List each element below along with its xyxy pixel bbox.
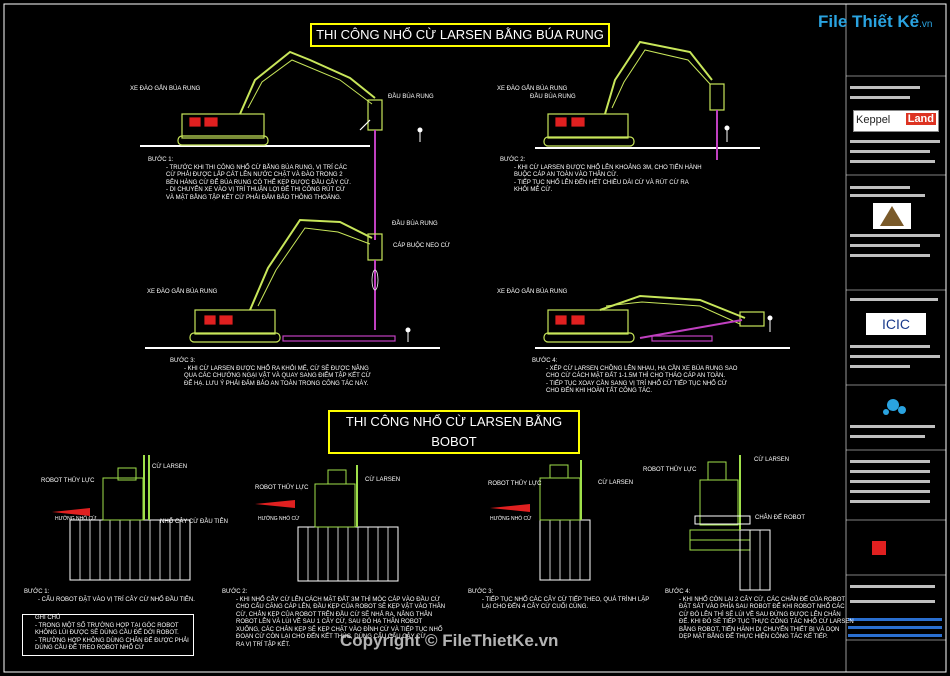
vibro-step-4: BƯỚC 4: - XẾP CỪ LARSEN CHỒNG LÊN NHAU, … [532,358,737,396]
vibro-hammer-2 [709,83,725,111]
label-larsen-2: CỪ LARSEN [365,477,401,483]
label-cable-3: CÁP BUỘC NEO CỪ [393,243,451,249]
step-body: - KHI NHỔ CÒN LẠI 2 CÂY CỪ, CÁC CHÂN ĐẾ … [679,596,854,641]
sheet-border [3,3,947,673]
excavator-body-2 [547,113,629,139]
label-base-4: CHÂN ĐẾ ROBOT [755,515,806,521]
excavator-step2 [535,40,760,160]
label-direction-3: HƯỚNG NHỔ CỪ [490,516,532,522]
robot-body-3 [539,477,581,521]
pile-4 [639,319,743,339]
notes: GHI CHÚ - TRONG MỘT SỐ TRƯỜNG HỢP TẠI GÓ… [25,615,189,653]
blue-strips [848,618,942,637]
robot-body-2 [314,483,356,528]
label-excavator-1: XE ĐÀO GẮN BÚA RUNG [130,86,201,92]
robot-step-1-text: BƯỚC 1: - CẨU ROBOT ĐẶT VÀO VỊ TRÍ CÂY C… [24,589,195,604]
label-hammer-2: ĐẦU BÚA RUNG [530,94,576,100]
vibro-step-1: BƯỚC 1: - TRƯỚC KHI THI CÔNG NHỔ CỪ BẰNG… [148,157,351,202]
vibro-hammer-4 [739,311,765,327]
label-larsen-1: CỪ LARSEN [152,464,188,470]
robot-step-4-text: BƯỚC 4: - KHI NHỔ CÒN LẠI 2 CÂY CỪ, CÁC … [665,589,854,642]
site-logo-suffix: .vn [919,19,933,30]
label-robot-2: ROBOT THỦY LỰC [255,485,309,491]
title-vibro: THI CÔNG NHỔ CỪ LARSEN BẰNG BÚA RUNG [310,23,610,47]
company-logo-mark [883,399,906,415]
land-word: Land [905,113,936,125]
robot-body-1 [102,477,144,521]
worker-4 [767,315,773,332]
vibro-step-2: BƯỚC 2: - KHI CỪ LARSEN ĐƯỢC NHỔ LÊN KHO… [500,157,702,195]
excavator-step4 [535,294,790,349]
step-head: BƯỚC 2: [500,157,526,163]
step-body: - CẨU ROBOT ĐẶT VÀO VỊ TRÍ CÂY CỪ NHỔ ĐẦ… [38,596,195,603]
excavator-body-4 [547,309,629,335]
excavator-track-1 [177,135,269,146]
step-head: BƯỚC 3: [468,589,494,595]
worker-3 [405,327,411,342]
step-head: BƯỚC 3: [170,358,196,364]
icic-word: ICIC [882,316,910,332]
label-robot-1: ROBOT THỦY LỰC [41,478,95,484]
icic-logo: ICIC [866,313,926,335]
step-head: BƯỚC 4: [665,589,691,595]
keppel-word: Keppel [856,114,891,126]
vibro-hammer-1 [367,99,383,131]
step-body: - TRƯỚC KHI THI CÔNG NHỔ CỪ BẰNG BÚA RUN… [166,164,351,201]
label-robot-3: ROBOT THỦY LỰC [488,481,542,487]
step-head: BƯỚC 1: [148,157,174,163]
notes-body: - TRONG MỘT SỐ TRƯỜNG HỢP TẠI GÓC ROBOT … [35,622,189,652]
title-block-fill [850,86,940,603]
title-robot: THI CÔNG NHỔ CỪ LARSEN BẰNG BOBOT [328,410,580,454]
excavator-body-3 [194,309,276,335]
label-larsen-3: CỪ LARSEN [598,480,634,486]
step-head: BƯỚC 4: [532,358,558,364]
site-logo-name: File Thiết Kế [818,12,920,31]
excavator-step3 [145,218,440,349]
step-head: BƯỚC 2: [222,589,248,595]
label-hammer-1: ĐẦU BÚA RUNG [388,94,434,100]
keppel-logo: Keppel Land [853,110,939,132]
label-excavator-4: XE ĐÀO GẮN BÚA RUNG [497,289,568,295]
vibro-step-3: BƯỚC 3: - KHI CỪ LARSEN ĐƯỢC NHỔ RA KHỎI… [170,358,371,388]
arrow-3 [490,504,530,512]
title-block-lines [845,4,946,672]
pile-stack-3 [282,335,396,342]
robot-step4 [689,455,771,591]
arrow-2 [255,500,295,508]
robot-step3 [539,460,591,581]
notes-head: GHI CHÚ [35,615,61,621]
worker-2 [724,125,730,142]
label-hammer-3: ĐẦU BÚA RUNG [392,221,438,227]
label-direction-2: HƯỚNG NHỔ CỪ [258,516,300,522]
step-body: - KHI CỪ LARSEN ĐƯỢC NHỔ LÊN KHOẢNG 3M, … [514,164,702,194]
label-robot-4: ROBOT THỦY LỰC [643,467,697,473]
step-body: - TIẾP TỤC NHỔ CÁC CÂY CỪ TIẾP THEO, QUÁ… [482,596,650,611]
label-larsen-4: CỪ LARSEN [754,457,790,463]
label-excavator-3: XE ĐÀO GẮN BÚA RUNG [147,289,218,295]
robot-step2 [297,465,399,582]
worker-1 [417,127,423,142]
robot-step-2-text: BƯỚC 2: - KHI NHỔ CÂY CỪ LÊN CÁCH MẶT ĐẤ… [222,589,445,649]
arrow-1 [52,508,90,516]
robot-body-4 [699,479,739,526]
site-logo: File Thiết Kế.vn [818,12,932,32]
step-head: BƯỚC 1: [24,589,50,595]
robot-step-3-text: BƯỚC 3: - TIẾP TỤC NHỔ CÁC CÂY CỪ TIẾP T… [468,589,649,612]
step-body: - KHI NHỔ CÂY CỪ LÊN CÁCH MẶT ĐẤT 3M THÌ… [236,596,446,648]
step-body: - XẾP CỪ LARSEN CHỒNG LÊN NHAU, HẠ CẦN X… [546,365,738,395]
step-body: - KHI CỪ LARSEN ĐƯỢC NHỔ RA KHỎI MẺ, CỪ … [184,365,371,387]
label-excavator-2: XE ĐÀO GẮN BÚA RUNG [497,86,568,92]
excavator-step1 [140,50,383,240]
label-direction-1: HƯỚNG NHỔ CỪ [55,516,97,522]
notes-box [22,614,194,656]
excavator-body-1 [181,113,265,139]
robot-step1 [69,455,191,581]
contractor-logo [872,541,886,555]
label-first-pile: NHỔ CÂY CỪ ĐẦU TIÊN [160,519,228,525]
copyright-watermark: Copyright © FileThietKe.vn [340,631,559,650]
